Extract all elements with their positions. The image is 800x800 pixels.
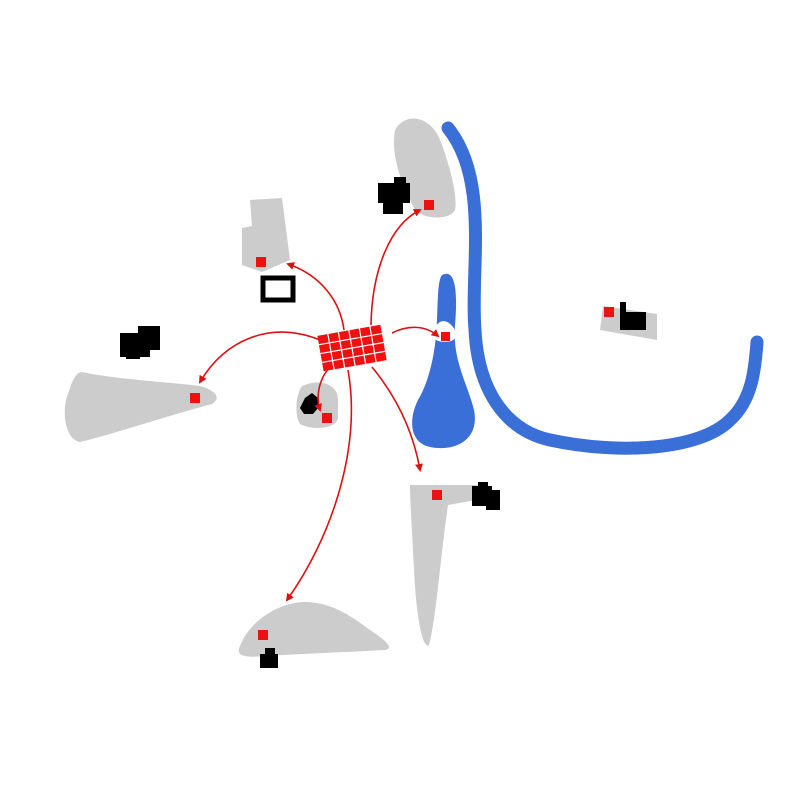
arrow-to-north-west-site — [286, 262, 345, 331]
site-marker — [190, 393, 200, 403]
hub-grid-line — [369, 326, 377, 363]
site-marker — [441, 332, 450, 341]
building-icon — [620, 302, 646, 330]
site-marker — [322, 413, 332, 423]
arrow-to-pond-island-site — [391, 326, 440, 338]
west-site — [64, 326, 217, 442]
arrow-to-west-site — [198, 331, 321, 384]
north-river-site — [378, 118, 456, 218]
site-marker — [424, 200, 434, 210]
building-icon — [472, 482, 500, 510]
hub-grid-line — [348, 330, 356, 366]
building-icon — [378, 177, 410, 214]
arrow-to-north-river-site — [370, 209, 422, 326]
arrows — [198, 209, 440, 602]
arrow-to-south-site — [285, 369, 353, 602]
building-outline-icon — [260, 275, 296, 303]
building-icon — [300, 393, 318, 414]
site-marker — [258, 630, 268, 640]
river — [441, 121, 764, 455]
arrow-to-south-east-site — [371, 366, 423, 472]
building-icon — [120, 326, 160, 359]
site-marker — [604, 307, 614, 317]
hub-grid-line — [327, 333, 335, 370]
central-small-site — [296, 382, 338, 428]
south-east-site — [410, 482, 500, 646]
hub-grid-line — [358, 328, 367, 364]
pond — [412, 273, 475, 449]
south-site — [238, 602, 390, 668]
hub-grid-line — [337, 332, 346, 368]
building-icon — [260, 648, 278, 668]
east-site — [600, 302, 657, 340]
site-marker — [432, 490, 442, 500]
site-marker — [256, 257, 266, 267]
hub-grid — [317, 324, 387, 372]
north-west-site — [242, 198, 296, 303]
